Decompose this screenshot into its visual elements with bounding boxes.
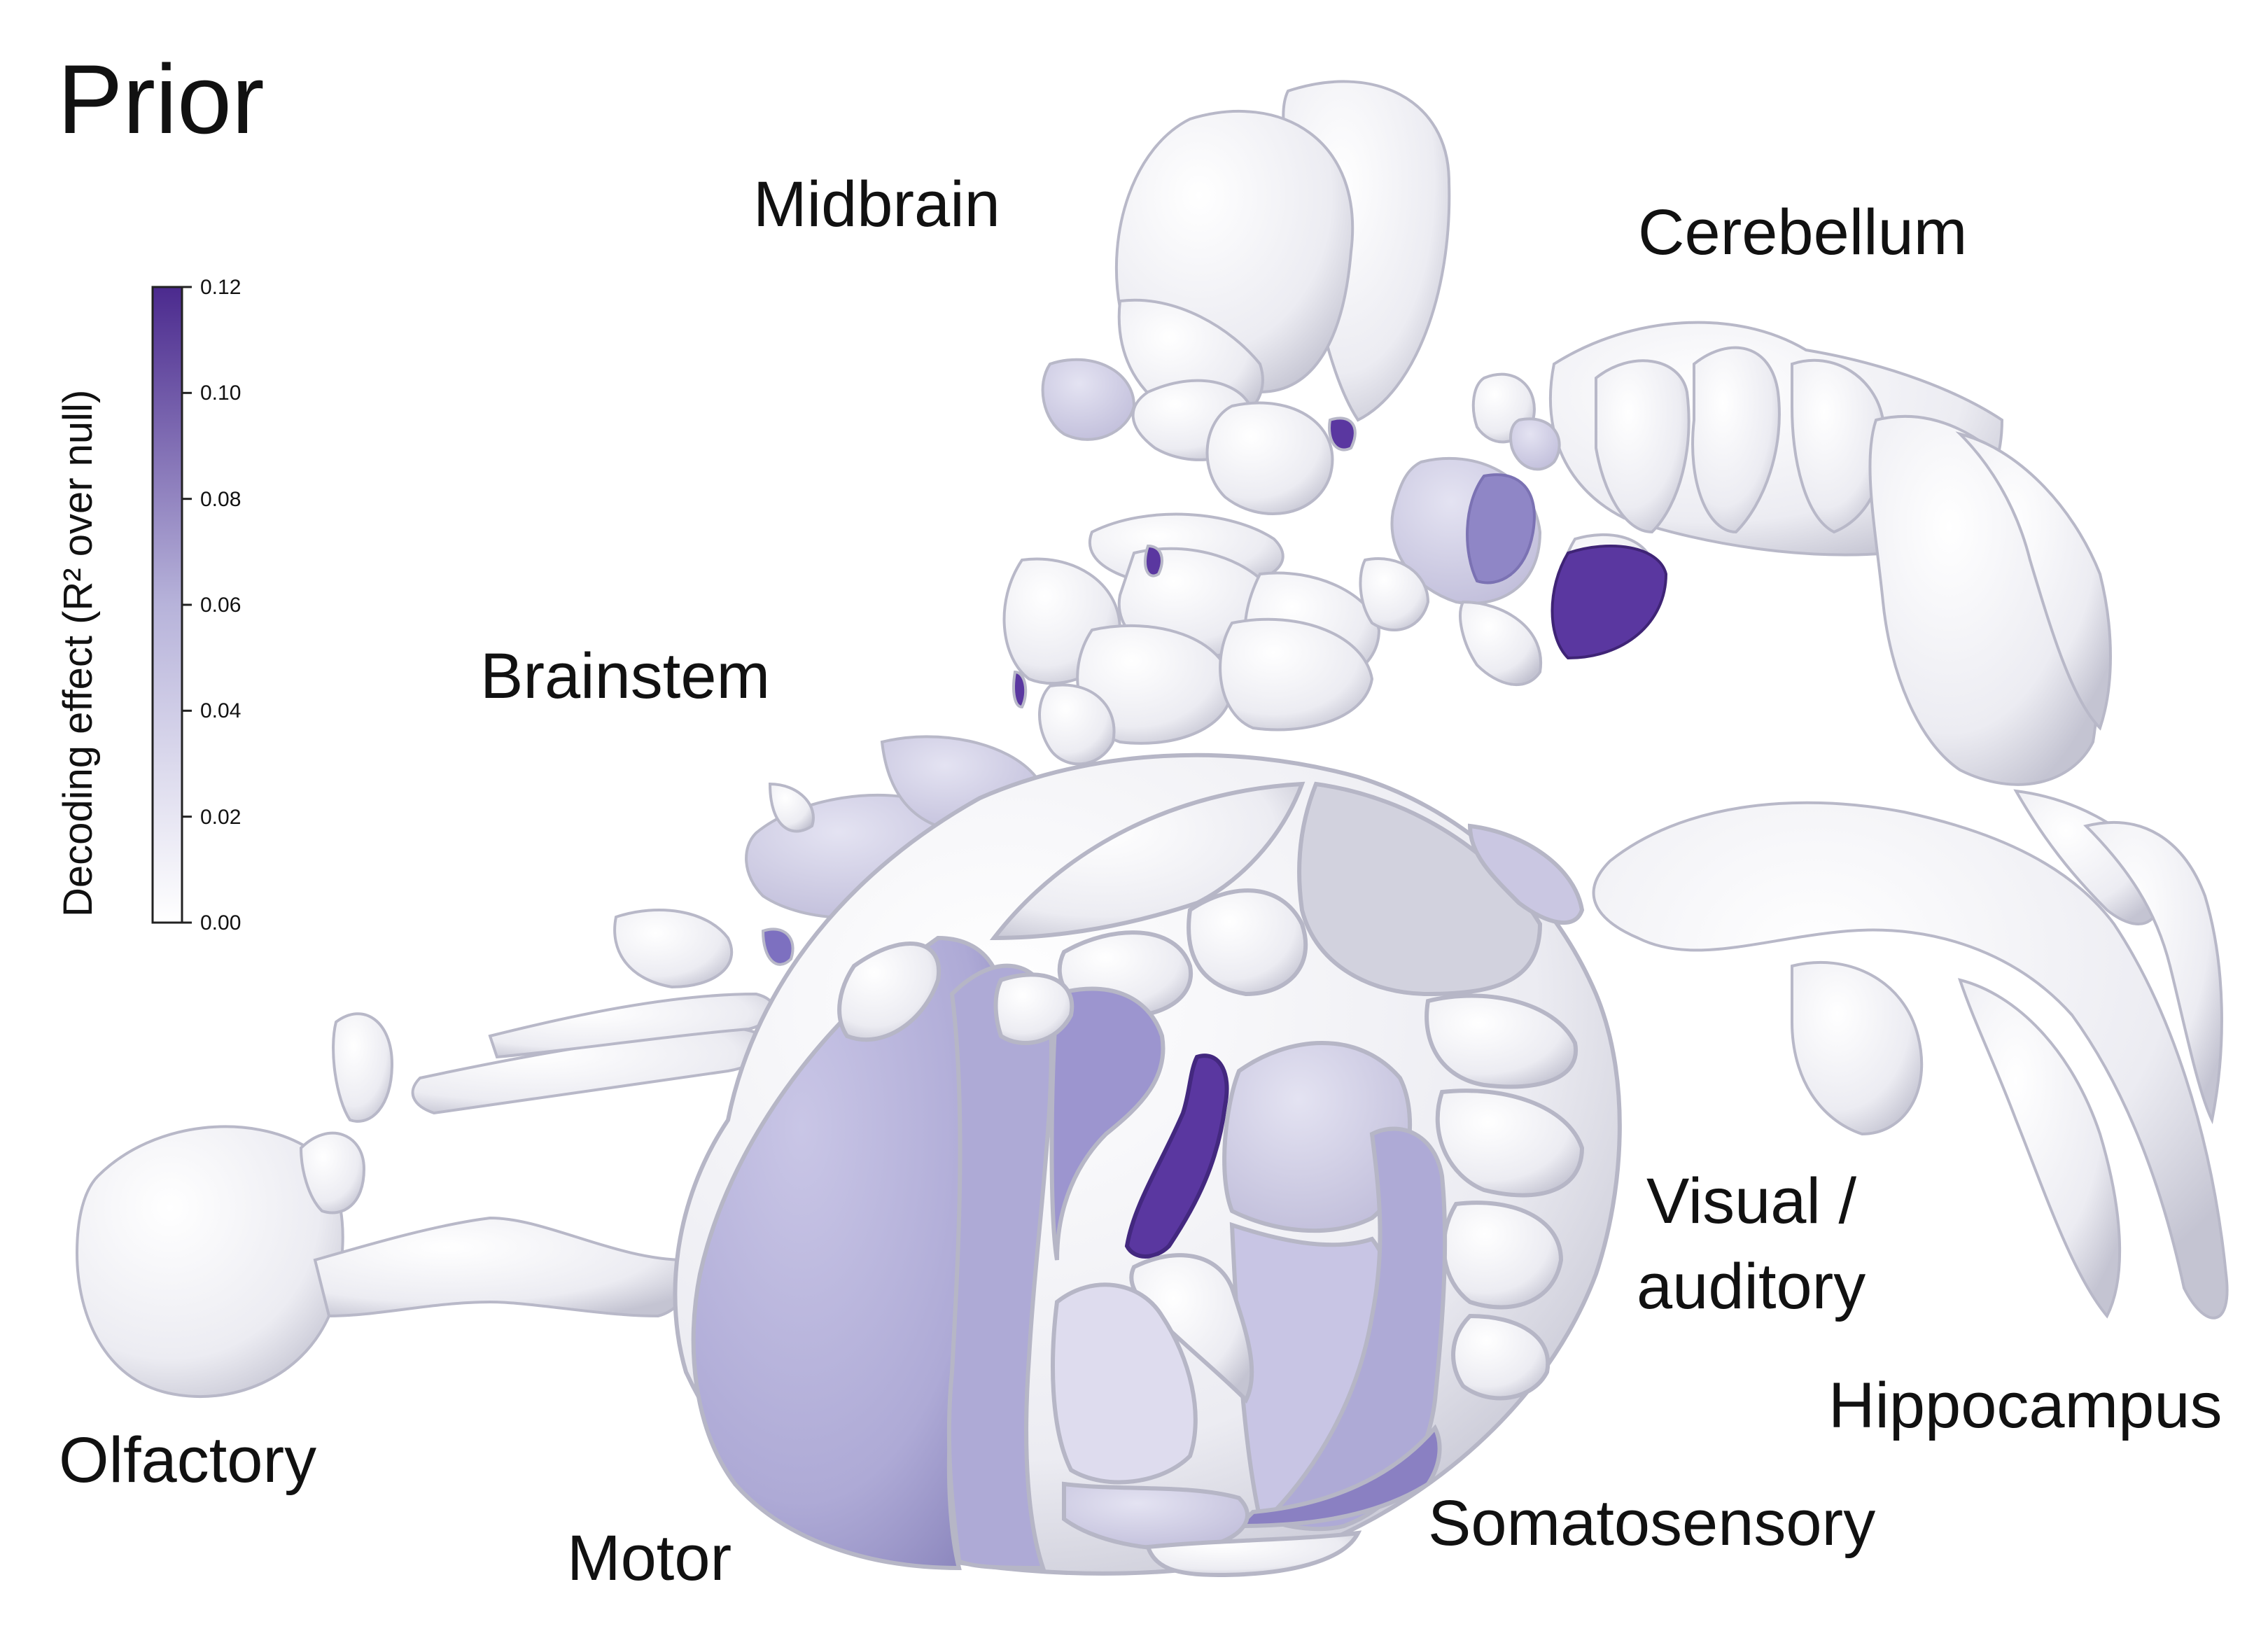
region-label-hippocampus: Hippocampus	[1828, 1370, 2222, 1441]
hippocampus-structures	[1592, 789, 2229, 1320]
region-label-cerebellum: Cerebellum	[1638, 197, 1968, 268]
brainstem-structures	[613, 544, 1430, 989]
colorbar-tick-label: 0.00	[200, 911, 241, 934]
region-label-olfactory: Olfactory	[59, 1424, 317, 1496]
region-label-motor: Motor	[567, 1522, 732, 1594]
colorbar-tick-label: 0.06	[200, 594, 241, 617]
cortex-structures	[673, 752, 1622, 1578]
colorbar-ticks	[182, 286, 192, 924]
colorbar-tick-label: 0.12	[200, 276, 241, 299]
olfactory-structures	[75, 992, 776, 1399]
colorbar-gradient	[151, 286, 183, 924]
region-label-visual-line2: auditory	[1637, 1251, 1866, 1322]
midbrain-structures	[1041, 80, 1451, 590]
region-label-somatosensory: Somatosensory	[1428, 1488, 1876, 1559]
cerebellum-structures	[1390, 321, 2112, 786]
colorbar-tick-label: 0.04	[200, 699, 241, 723]
region-label-brainstem: Brainstem	[480, 640, 771, 712]
region-label-visual-line1: Visual /	[1646, 1166, 1857, 1237]
colorbar-tick-label: 0.02	[200, 805, 241, 829]
colorbar	[151, 286, 192, 924]
colorbar-tick-label: 0.08	[200, 487, 241, 511]
colorbar-label: Decoding effect (R² over null)	[55, 389, 101, 917]
colorbar-tick-label: 0.10	[200, 382, 241, 405]
figure-title: Prior	[57, 44, 265, 154]
region-label-midbrain: Midbrain	[753, 169, 1000, 240]
